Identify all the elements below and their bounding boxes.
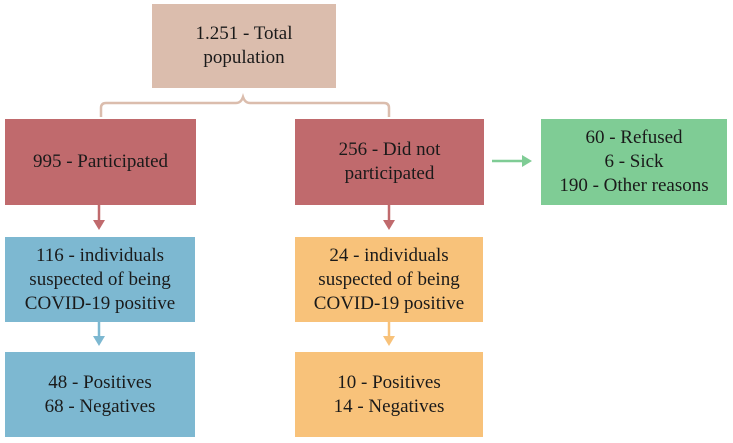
- box-text-line: COVID-19 positive: [313, 292, 465, 314]
- total-population-box: 1.251 - Total population: [152, 4, 336, 88]
- box-text-line: COVID-19 positive: [24, 292, 176, 314]
- box-text-line: suspected of being: [318, 268, 460, 290]
- participated-box: 995 - Participated: [5, 119, 196, 205]
- box-text-line: 256 - Did not: [338, 139, 441, 160]
- box-text-line: 60 - Refused: [585, 127, 683, 148]
- box-text-line: 14 - Negatives: [333, 395, 445, 417]
- box-text-line: 1.251 - Total: [195, 23, 293, 44]
- did-not-participate-box: 256 - Did not participated: [295, 119, 484, 205]
- arrow-suspected-left-down: [93, 322, 105, 346]
- box-text-line: 190 - Other reasons: [559, 175, 709, 196]
- non-participation-reasons-box: 60 - Refused 6 - Sick 190 - Other reasons: [541, 119, 727, 205]
- box-text-line: 995 - Participated: [32, 151, 169, 172]
- arrow-participated-down: [93, 205, 105, 230]
- arrow-not-participated-down: [383, 205, 395, 230]
- box-text-line: 24 - individuals: [329, 244, 449, 266]
- box-text-line: suspected of being: [29, 268, 171, 290]
- box-text-line: 48 - Positives: [48, 371, 152, 393]
- arrow-reasons-right: [492, 155, 532, 167]
- arrow-suspected-right-down: [383, 322, 395, 346]
- box-text-line: 68 - Negatives: [44, 395, 156, 417]
- box-text-line: 6 - Sick: [604, 151, 664, 172]
- split-brace: [99, 93, 391, 117]
- box-text-line: 10 - Positives: [337, 371, 441, 393]
- box-text-line: 116 - individuals: [35, 244, 165, 266]
- box-text-line: population: [203, 47, 285, 68]
- box-text-line: participated: [344, 163, 435, 184]
